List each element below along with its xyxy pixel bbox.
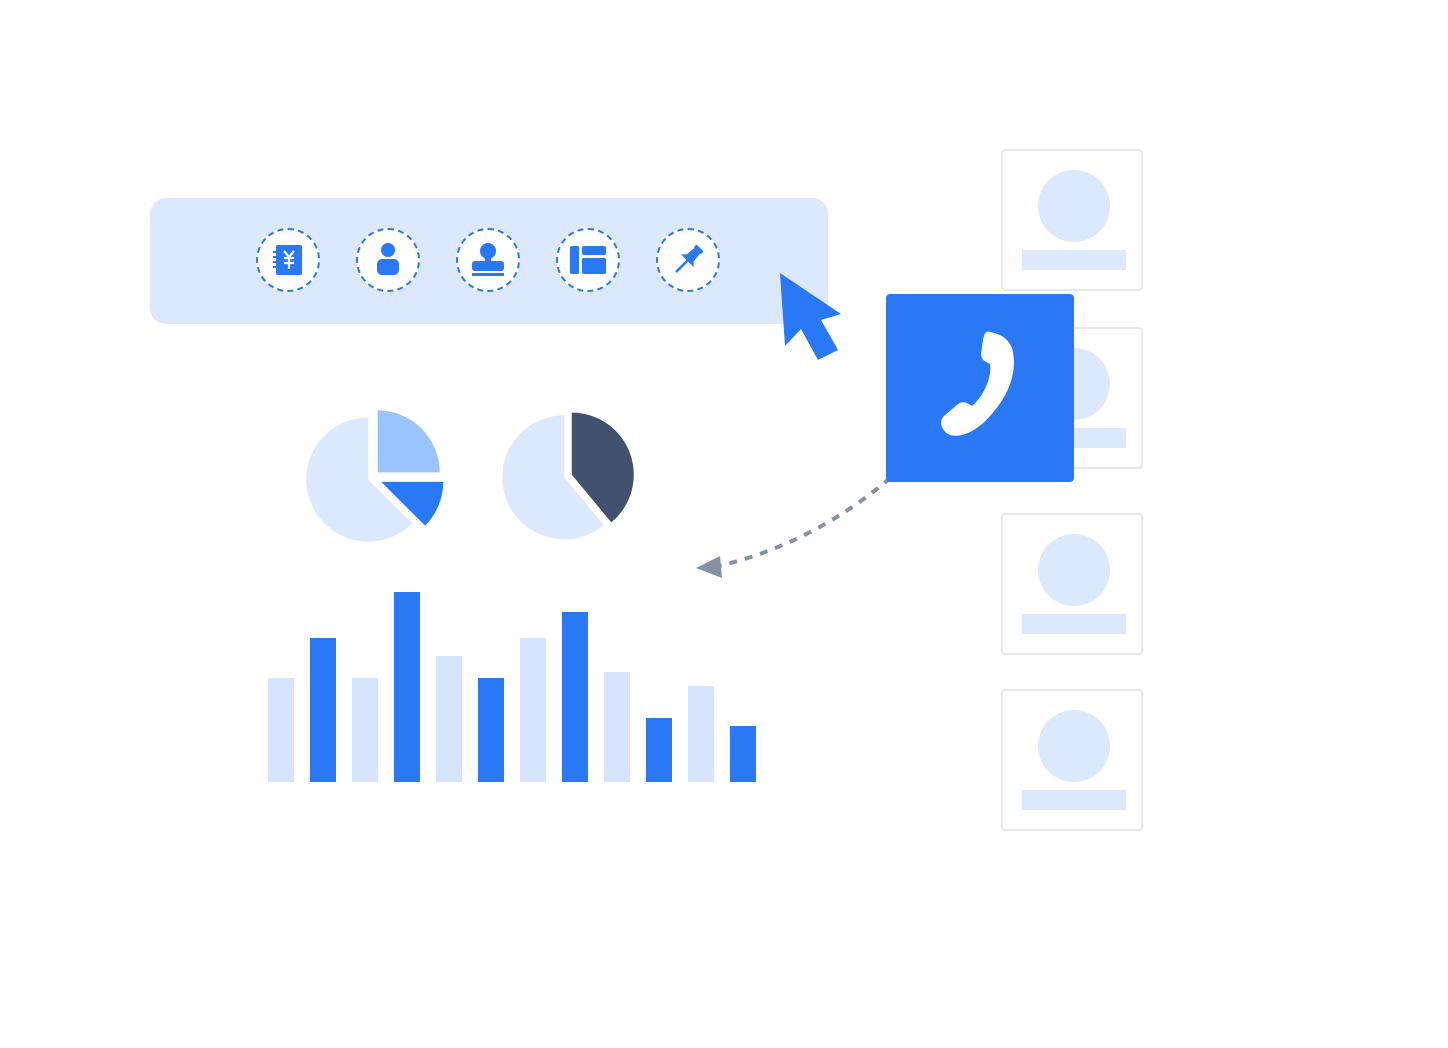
layout-button[interactable] (556, 228, 620, 292)
pie-slice-a (571, 412, 634, 523)
layout-icon (570, 246, 606, 274)
name-placeholder (1022, 250, 1126, 270)
phone-icon (941, 331, 1014, 436)
contact-card[interactable] (1001, 689, 1143, 831)
bar (310, 638, 336, 782)
bar (352, 678, 378, 782)
pie-chart-2 (502, 412, 634, 540)
ledger-yen-icon (273, 245, 302, 275)
arrowhead-icon (696, 556, 722, 578)
avatar (1038, 170, 1110, 242)
bar (394, 592, 420, 782)
contact-card[interactable] (1001, 513, 1143, 655)
avatar (1038, 710, 1110, 782)
stamp-icon (472, 243, 504, 276)
pie-slice-c (306, 417, 413, 542)
bar (436, 656, 462, 782)
name-placeholder (1022, 614, 1126, 634)
bar (520, 638, 546, 782)
bar (478, 678, 504, 782)
pie-slice-a (377, 410, 440, 473)
bar (562, 612, 588, 782)
name-placeholder (1022, 790, 1126, 810)
bar (604, 672, 630, 782)
pie-slice-b (381, 481, 444, 526)
pie-chart-1 (306, 410, 444, 542)
pin-icon (675, 244, 704, 273)
dashed-curve-arrow (717, 454, 916, 568)
bar (646, 718, 672, 782)
ledger-button[interactable] (256, 228, 320, 292)
bar (268, 678, 294, 782)
cursor-icon (780, 273, 841, 360)
user-button[interactable] (356, 228, 420, 292)
pie-slice-b (502, 415, 604, 540)
call-button[interactable] (886, 294, 1074, 482)
user-icon (377, 243, 399, 275)
bar (688, 686, 714, 782)
stamp-button[interactable] (456, 228, 520, 292)
pin-button[interactable] (656, 228, 720, 292)
avatar (1038, 534, 1110, 606)
bar-chart (268, 592, 756, 782)
toolbar (150, 198, 828, 324)
contact-card[interactable] (1001, 149, 1143, 291)
bar (730, 726, 756, 782)
